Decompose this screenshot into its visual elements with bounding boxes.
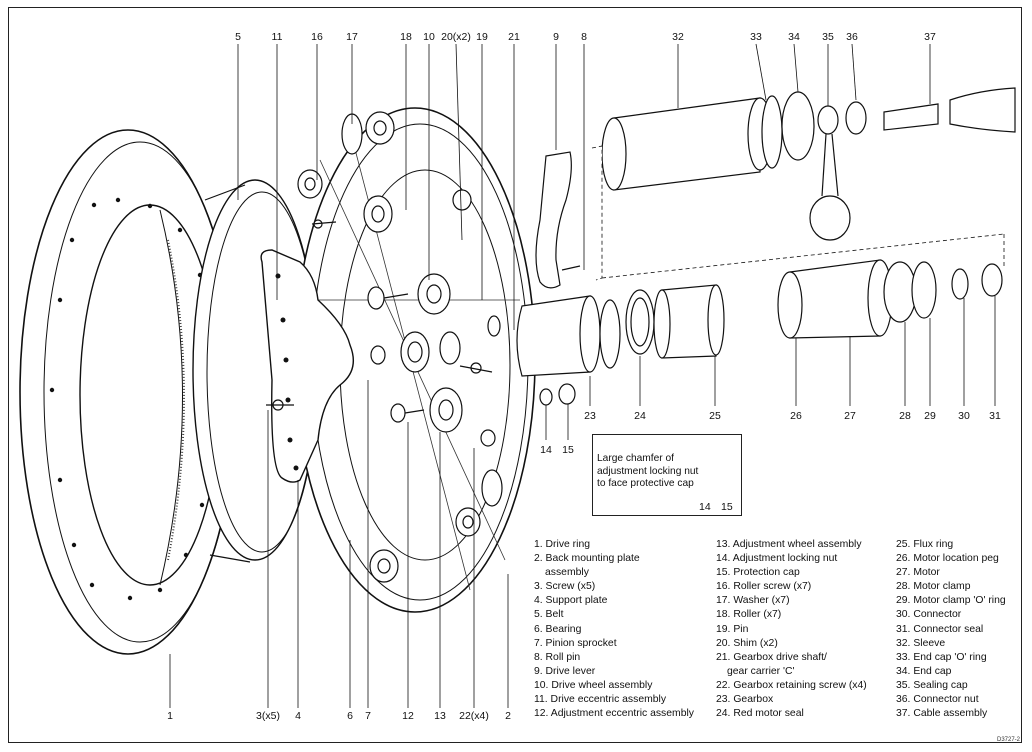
legend-item: 18. Roller (x7) [716, 609, 782, 621]
callout-12: 12 [402, 710, 414, 722]
legend-item: 5. Belt [534, 609, 564, 621]
legend-item: 2. Back mounting plate [534, 553, 640, 565]
legend-item: 36. Connector nut [896, 694, 979, 706]
legend-item: 33. End cap 'O' ring [896, 651, 987, 663]
sleeve-and-cable [591, 87, 1016, 281]
callout-27: 27 [844, 410, 856, 422]
legend-item: 26. Motor location peg [896, 553, 999, 565]
rollers [297, 111, 503, 583]
inset-label-14: 14 [699, 501, 711, 513]
legend-item: 6. Bearing [534, 623, 582, 635]
callout-34: 34 [788, 31, 800, 43]
chamfer-note-inset: Large chamfer of adjustment locking nut … [592, 434, 742, 516]
legend-item: 3. Screw (x5) [534, 581, 596, 593]
legend-item: 29. Motor clamp 'O' ring [896, 595, 1006, 607]
callout-8: 8 [581, 31, 587, 43]
callout-31: 31 [989, 410, 1001, 422]
gearbox [516, 151, 621, 406]
callout-9: 9 [553, 31, 559, 43]
legend-item: 12. Adjustment eccentric assembly [534, 708, 694, 720]
callout-17: 17 [346, 31, 358, 43]
legend-item: 37. Cable assembly [896, 708, 988, 720]
legend-item: assembly [545, 567, 589, 579]
leader-lines [169, 43, 996, 708]
callout-36: 36 [846, 31, 858, 43]
callout-14: 14 [540, 444, 552, 456]
callout-32: 32 [672, 31, 684, 43]
callout-15: 15 [562, 444, 574, 456]
callout-1: 1 [167, 710, 173, 722]
legend-item: 21. Gearbox drive shaft/ [716, 651, 827, 663]
callout-4: 4 [295, 710, 301, 722]
callout-2: 2 [505, 710, 511, 722]
legend-item: 4. Support plate [534, 595, 608, 607]
callout-26: 26 [790, 410, 802, 422]
legend-item: 17. Washer (x7) [716, 595, 790, 607]
callout-11: 11 [271, 31, 283, 43]
parts-legend-column-3: 25. Flux ring 26. Motor location peg 27.… [896, 538, 1006, 721]
legend-item: 14. Adjustment locking nut [716, 553, 838, 565]
callout-20: 20(x2) [441, 31, 471, 43]
callout-35: 35 [822, 31, 834, 43]
callout-6: 6 [347, 710, 353, 722]
callout-24: 24 [634, 410, 646, 422]
chamfer-note-text: Large chamfer of adjustment locking nut … [597, 453, 699, 490]
legend-item: 25. Flux ring [896, 539, 954, 550]
legend-item: 35. Sealing cap [896, 679, 968, 691]
legend-item: 28. Motor clamp [896, 581, 971, 593]
callout-7: 7 [365, 710, 371, 722]
legend-item: 10. Drive wheel assembly [534, 679, 653, 691]
drawing-code: D3727-2 [996, 737, 1020, 743]
callout-10: 10 [423, 31, 435, 43]
legend-item: 11. Drive eccentric assembly [534, 694, 667, 706]
legend-item: 31. Connector seal [896, 623, 984, 635]
callout-28: 28 [899, 410, 911, 422]
drive-ring [19, 129, 237, 655]
legend-item: 13. Adjustment wheel assembly [716, 539, 862, 550]
legend-item: 30. Connector [896, 609, 962, 621]
callout-18: 18 [400, 31, 412, 43]
legend-item: 16. Roller screw (x7) [716, 581, 812, 593]
callout-3: 3(x5) [256, 710, 280, 722]
legend-item: 8. Roll pin [534, 651, 581, 663]
callout-37: 37 [924, 31, 936, 43]
callout-21: 21 [508, 31, 520, 43]
callout-22: 22(x4) [459, 710, 489, 722]
legend-item: 20. Shim (x2) [716, 637, 778, 649]
inset-label-15: 15 [721, 501, 733, 513]
legend-item: 22. Gearbox retaining screw (x4) [716, 679, 867, 691]
callout-30: 30 [958, 410, 970, 422]
legend-item: 32. Sleeve [896, 637, 946, 649]
callout-23: 23 [584, 410, 596, 422]
callout-16: 16 [311, 31, 323, 43]
legend-item: 19. Pin [716, 623, 749, 635]
legend-item: 34. End cap [896, 665, 952, 677]
motor-assembly [625, 259, 1003, 359]
diagram-frame [8, 7, 1022, 743]
callout-25: 25 [709, 410, 721, 422]
legend-item: 24. Red motor seal [716, 708, 804, 720]
legend-item: 23. Gearbox [716, 694, 774, 706]
legend-item: 1. Drive ring [534, 539, 591, 550]
legend-item: 27. Motor [896, 567, 940, 579]
legend-item: 9. Drive lever [534, 665, 596, 677]
callout-13: 13 [434, 710, 446, 722]
legend-item: gear carrier 'C' [727, 665, 795, 677]
support-plate [260, 249, 354, 483]
legend-item: 15. Protection cap [716, 567, 800, 579]
callout-29: 29 [924, 410, 936, 422]
legend-item: 7. Pinion sprocket [534, 637, 617, 649]
callout-5: 5 [235, 31, 241, 43]
parts-legend-column-2: 13. Adjustment wheel assembly 14. Adjust… [716, 538, 867, 721]
drive-components [266, 189, 501, 447]
parts-legend-column-1: 1. Drive ring 2. Back mounting plate ass… [534, 538, 694, 721]
callout-33: 33 [750, 31, 762, 43]
callout-19: 19 [476, 31, 488, 43]
